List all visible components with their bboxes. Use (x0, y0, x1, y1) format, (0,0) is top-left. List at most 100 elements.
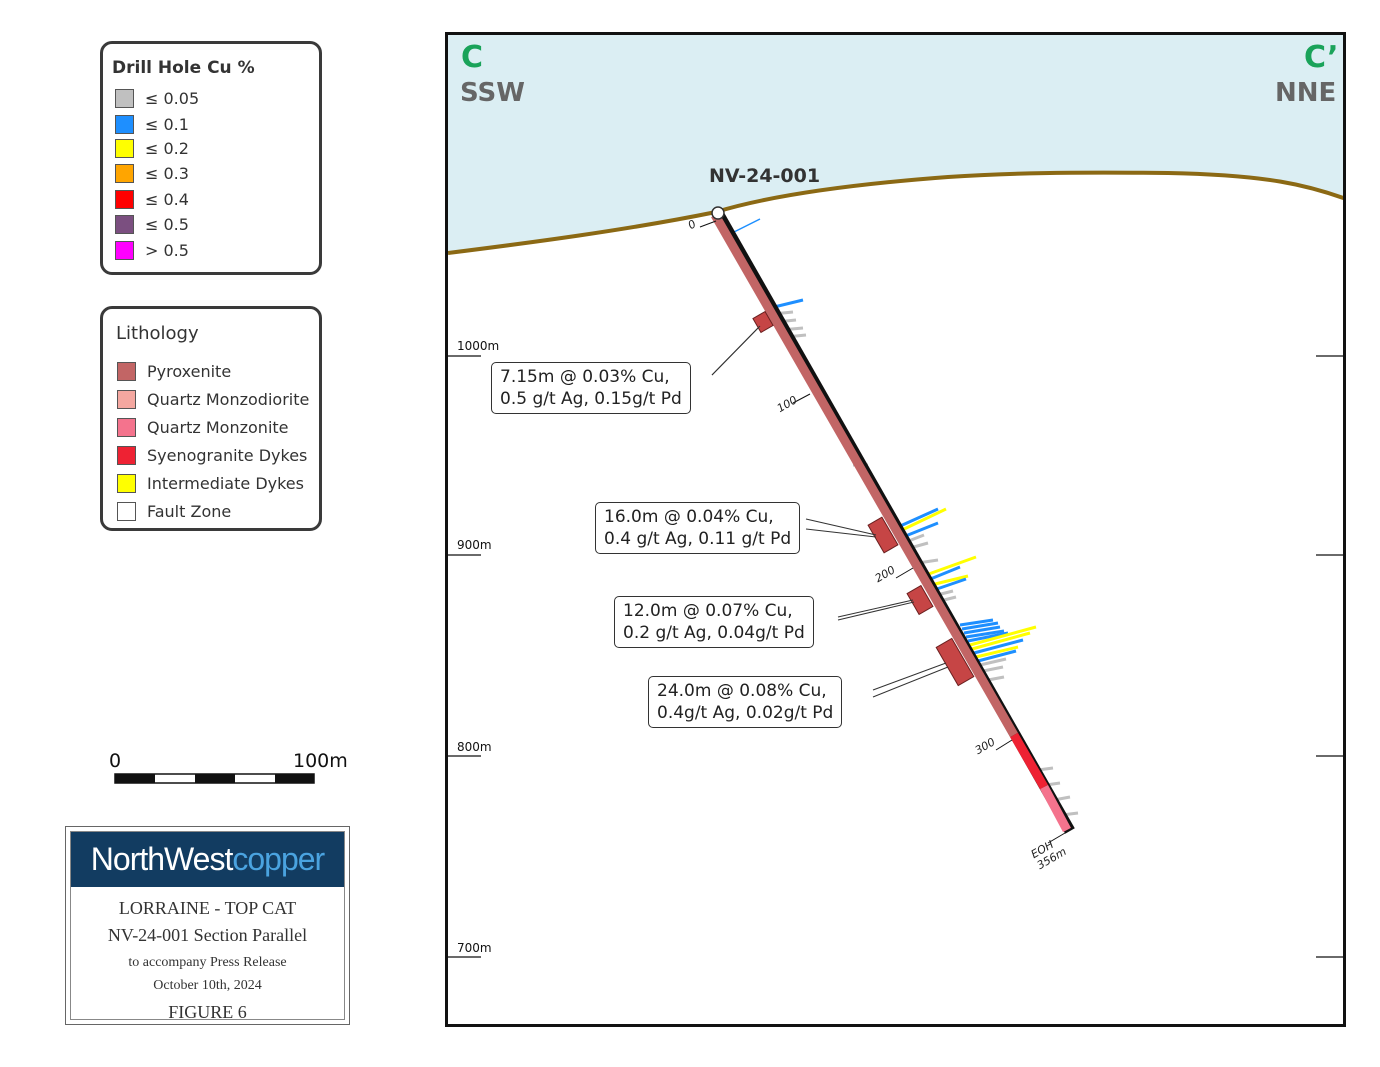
intercept-credits: 0.4 g/t Ag, 0.11 g/t Pd (604, 529, 792, 549)
lithology-swatch (117, 417, 136, 437)
section-name: NV-24-001 Section Parallel (107, 925, 308, 945)
cu-legend-label: > 0.5 (145, 240, 189, 260)
intercept-credits: 0.4g/t Ag, 0.02g/t Pd (657, 703, 834, 723)
elevation-label: 800m (457, 740, 492, 754)
cu-swatch (115, 88, 134, 108)
cross-section-drawing (448, 35, 1343, 958)
lithology-swatch (117, 501, 136, 521)
cu-legend-item: ≤ 0.4 (115, 188, 189, 210)
assay-bar (971, 631, 1031, 651)
callout-leader (872, 662, 947, 691)
callout-leader (837, 601, 915, 621)
assay-bar (959, 618, 994, 627)
intercept-callout: 16.0m @ 0.04% Cu, 0.4 g/t Ag, 0.11 g/t P… (595, 502, 801, 554)
assay-bar (925, 555, 977, 577)
elevation-label: 1000m (457, 339, 500, 353)
cu-legend-title: Drill Hole Cu % (112, 58, 255, 78)
assay-bar (982, 665, 1004, 673)
assay-bar (987, 675, 1005, 682)
lithology-swatch (117, 445, 136, 465)
assay-bar (902, 521, 939, 539)
cu-swatch (115, 189, 134, 209)
intercept-grade: 16.0m @ 0.04% Cu, (604, 507, 774, 527)
lithology-legend-label: Fault Zone (147, 501, 232, 521)
cu-legend-item: ≤ 0.05 (115, 87, 199, 109)
assay-bar (963, 625, 1001, 635)
cu-legend-item: ≤ 0.2 (115, 137, 189, 159)
intercept-credits: 0.5 g/t Ag, 0.15g/t Pd (500, 389, 682, 409)
assay-bar (975, 645, 1019, 659)
lithology-legend-title: Lithology (116, 323, 199, 344)
section-end-letter: C’ (1304, 40, 1339, 75)
release-date: October 10th, 2024 (153, 978, 262, 993)
assay-bar (967, 631, 1009, 643)
section-end-direction: NNE (1275, 78, 1337, 108)
logo-word-northwest: NorthWest (90, 841, 234, 877)
collar-marker (711, 206, 725, 220)
press-release-note: to accompany Press Release (128, 955, 287, 970)
elevation-label: 900m (457, 538, 492, 552)
company-logo: NorthWestcopper (71, 832, 344, 887)
hole-quartz-monzonite (1040, 784, 1071, 833)
cu-swatch (115, 163, 134, 183)
assay-bar (899, 507, 947, 533)
drill-hole-name: NV-24-001 (709, 165, 821, 187)
intercept-grade: 24.0m @ 0.08% Cu, (657, 681, 827, 701)
depth-tick-mark (699, 220, 717, 228)
cu-legend-label: ≤ 0.5 (145, 214, 189, 234)
intercept-callout: 12.0m @ 0.07% Cu, 0.2 g/t Ag, 0.04g/t Pd (614, 596, 814, 648)
assay-bar (965, 629, 1005, 639)
depth-tick-mark (895, 567, 914, 579)
cu-swatch (115, 114, 134, 134)
cu-swatch (115, 214, 134, 234)
assay-bar (927, 565, 961, 582)
cu-legend-label: ≤ 0.4 (145, 189, 189, 209)
logo-word-copper: copper (232, 841, 325, 877)
assay-bar (961, 621, 999, 631)
intercept-block (935, 637, 975, 687)
cu-legend-item: ≤ 0.3 (115, 162, 189, 184)
lithology-legend-item: Fault Zone (117, 500, 231, 522)
intercept-callout: 7.15m @ 0.03% Cu, 0.5 g/t Ag, 0.15g/t Pd (491, 362, 691, 414)
assay-bar (930, 574, 969, 587)
intercept-grade: 7.15m @ 0.03% Cu, (500, 367, 670, 387)
lithology-legend-item: Quartz Monzonite (117, 416, 289, 438)
cu-legend-label: ≤ 0.3 (145, 163, 189, 183)
intercept-credits: 0.2 g/t Ag, 0.04g/t Pd (623, 623, 805, 643)
cross-section: C SSW C’ NNE NV-24-001 1000m 900m 800m 7… (445, 32, 1346, 1027)
project-name: LORRAINE - TOP CAT (118, 898, 297, 918)
intercept-block (752, 310, 774, 334)
cu-legend-label: ≤ 0.2 (145, 138, 189, 158)
assay-bar (933, 577, 967, 592)
title-card: NorthWestcopper LORRAINE - TOP CAT NV-24… (65, 826, 350, 1025)
assay-bar (979, 657, 1007, 667)
sky-area (448, 35, 1343, 253)
drill-hole-trace (711, 206, 1075, 834)
topography-line (448, 170, 1343, 255)
lithology-swatch (117, 389, 136, 409)
scale-bar (114, 773, 315, 784)
depth-tick-mark (995, 739, 1013, 751)
lithology-legend-label: Pyroxenite (147, 361, 232, 381)
cu-legend-item: ≤ 0.5 (115, 213, 189, 235)
callout-leader (711, 325, 761, 376)
elevation-label: 700m (457, 941, 492, 955)
intercept-grade: 12.0m @ 0.07% Cu, (623, 601, 793, 621)
section-start-letter: C (461, 40, 484, 75)
intercept-callout: 24.0m @ 0.08% Cu, 0.4g/t Ag, 0.02g/t Pd (648, 676, 843, 728)
cu-legend: Drill Hole Cu % ≤ 0.05 ≤ 0.1 ≤ 0.2 ≤ 0.3… (100, 41, 322, 275)
assay-bar (897, 507, 939, 529)
lithology-swatch (117, 473, 136, 493)
figure-number: FIGURE 6 (168, 1002, 247, 1022)
lithology-legend-item: Pyroxenite (117, 360, 231, 382)
cu-legend-label: ≤ 0.1 (145, 114, 189, 134)
hole-syenogranite (1010, 732, 1048, 790)
lithology-legend-label: Intermediate Dykes (147, 473, 304, 493)
cu-legend-label: ≤ 0.05 (145, 88, 200, 108)
intercept-block (867, 516, 899, 554)
hole-pyroxenite (711, 212, 1018, 738)
callout-leader (805, 528, 877, 538)
section-start-direction: SSW (460, 78, 525, 108)
cu-swatch (115, 240, 134, 260)
cu-legend-item: ≤ 0.1 (115, 113, 189, 135)
